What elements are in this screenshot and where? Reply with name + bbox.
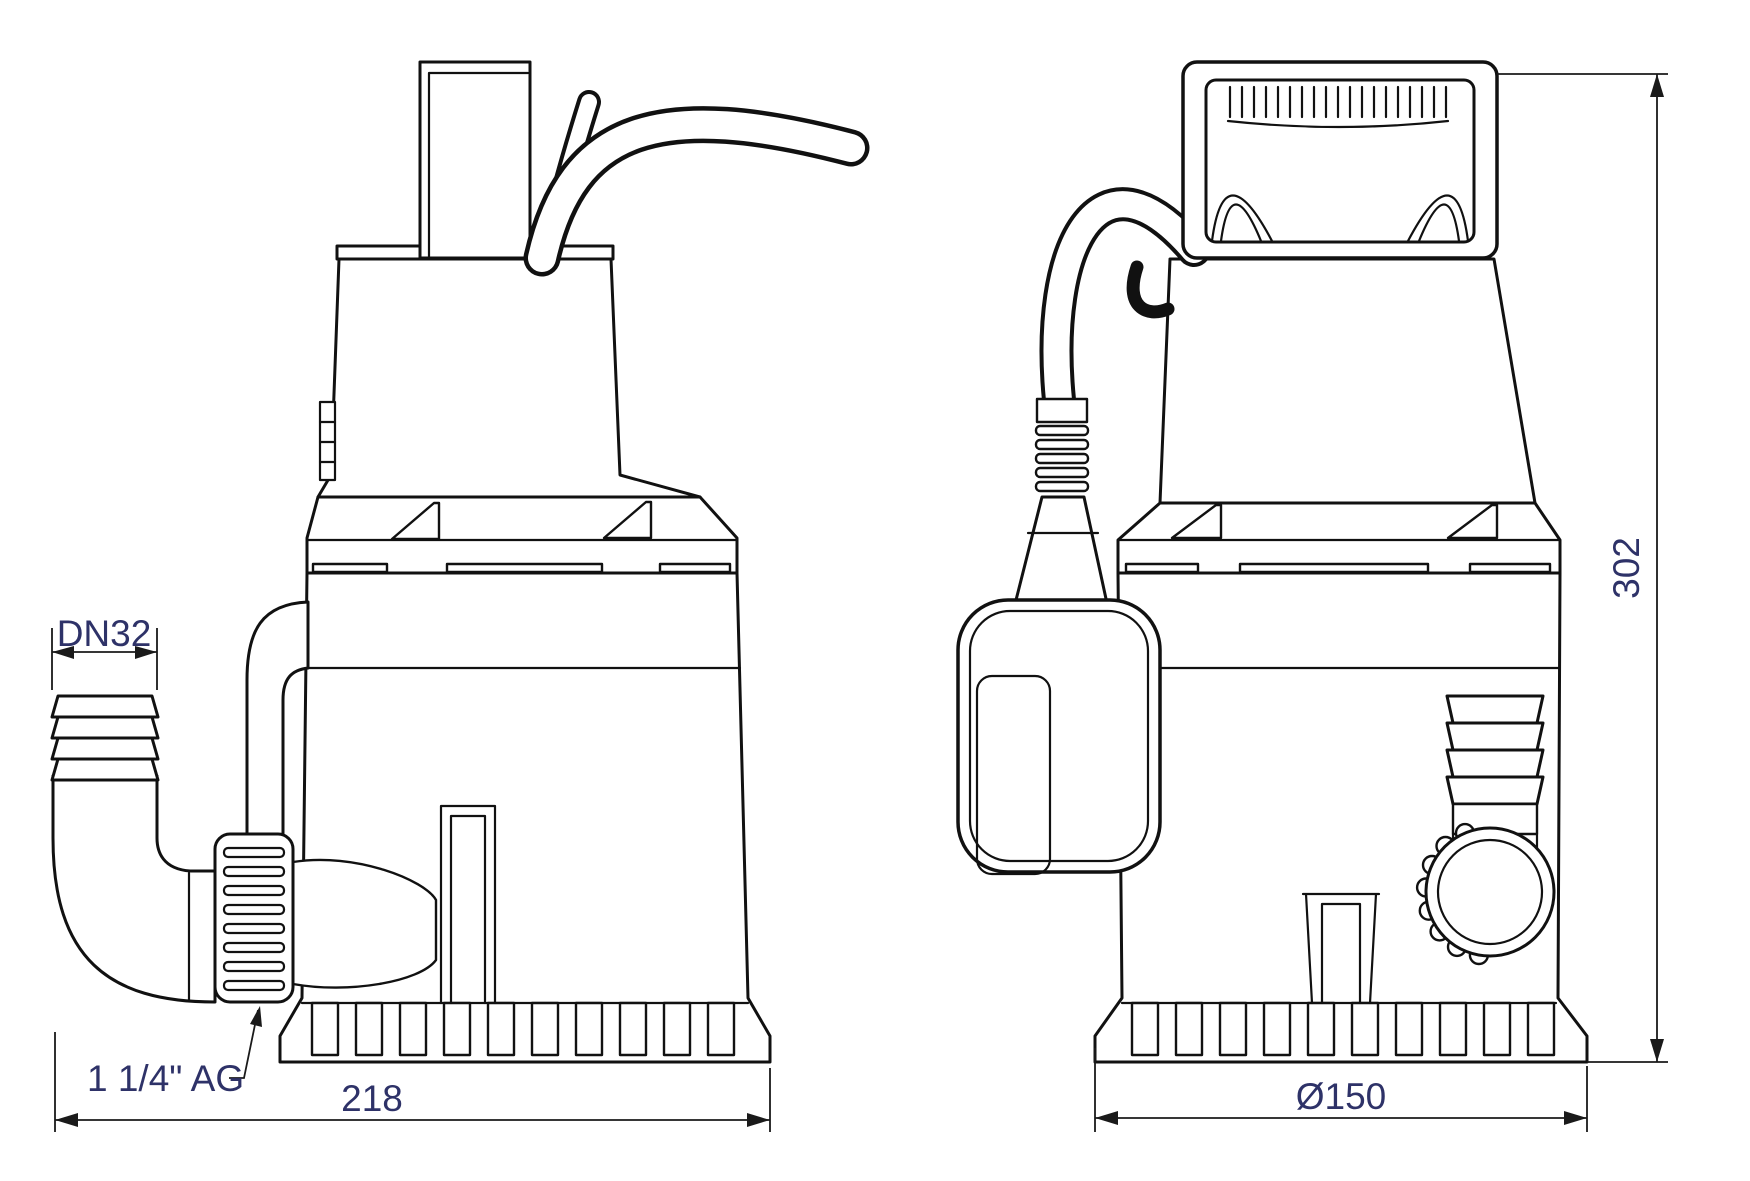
- carry-handle-side: [418, 60, 532, 260]
- float-cone: [1012, 495, 1110, 610]
- dimension-dn32: DN32: [51, 613, 158, 690]
- float-body: [956, 598, 1162, 874]
- pump-side-view: [50, 60, 870, 1064]
- dimension-width-218: 218: [54, 1032, 771, 1132]
- flange-gusset-left: [390, 501, 441, 541]
- volute-horn: [291, 858, 438, 989]
- dimension-diameter-150: Ø150: [1094, 1048, 1588, 1132]
- hose-barb-fitting: [50, 694, 160, 782]
- dimension-height-302: 302: [1497, 73, 1668, 1063]
- discharge-pipe-bend: [245, 600, 310, 838]
- pump-body: [278, 571, 772, 1064]
- cable-holder-clip: [1126, 260, 1175, 319]
- flange-gusset-right: [602, 500, 653, 540]
- power-cable-side: [523, 90, 870, 277]
- float-panel: [975, 674, 1052, 876]
- flange-gusset-front-left: [1170, 503, 1223, 540]
- diameter-150-label: Ø150: [1296, 1076, 1387, 1117]
- thread-callout: 1 1/4" AG: [87, 1006, 262, 1099]
- width-218-label: 218: [341, 1078, 403, 1119]
- flange-band: [305, 495, 739, 575]
- pump-front-view: [956, 60, 1589, 1064]
- strainer-teeth-front: [1130, 1001, 1556, 1057]
- outlet-elbow: [51, 774, 217, 1004]
- carry-handle-front: [1181, 60, 1499, 260]
- support-foot-front: [1301, 892, 1381, 1005]
- strainer-teeth: [310, 1001, 736, 1057]
- handle-corner-webs: [1210, 194, 1470, 243]
- height-302-label: 302: [1606, 537, 1647, 599]
- dn32-label: DN32: [57, 613, 152, 654]
- support-foot: [439, 804, 497, 1005]
- cable-strain-relief: [1034, 397, 1090, 493]
- handle-grip-ribs: [1228, 85, 1448, 119]
- power-cable-front: [1039, 187, 1211, 417]
- flange-vent-slots-front: [1124, 562, 1552, 574]
- motor-cap: [316, 257, 702, 499]
- flange-gusset-front-right: [1446, 503, 1499, 540]
- side-clip-detail: [318, 400, 337, 482]
- motor-cap-front: [1158, 257, 1537, 505]
- union-nut: [213, 832, 295, 1004]
- thread-label: 1 1/4" AG: [87, 1058, 244, 1099]
- float-switch: [956, 495, 1162, 876]
- knurled-union-ring: [1415, 822, 1556, 966]
- flange-vent-slots: [311, 562, 732, 574]
